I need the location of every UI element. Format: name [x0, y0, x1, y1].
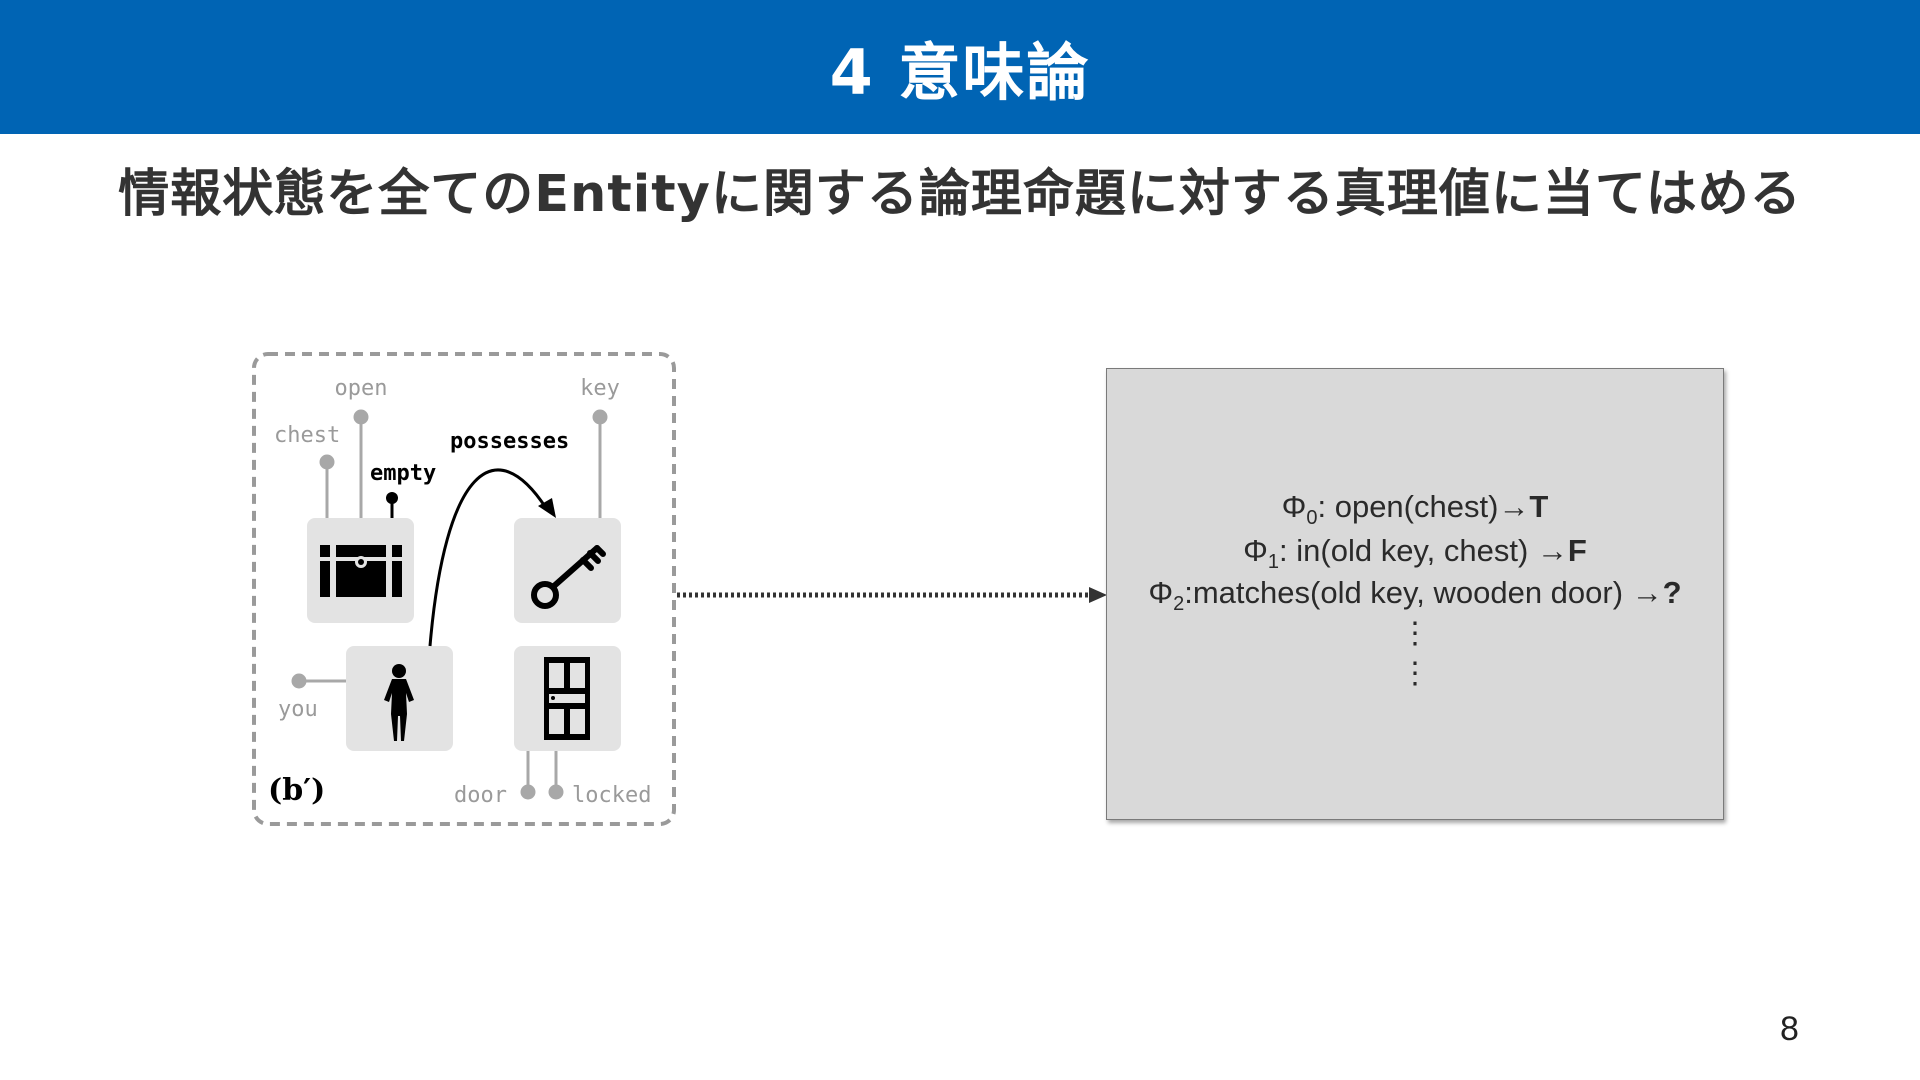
treasure-chest-icon: [320, 545, 402, 597]
diagram-frame: [252, 352, 676, 826]
formula-result: ?: [1662, 575, 1682, 610]
page-number: 8: [1780, 1010, 1799, 1048]
empty-marker: [386, 492, 398, 504]
truth-value-box: Φ0: open(chest)→T Φ1: in(old key, chest)…: [1106, 368, 1724, 820]
formula-1: Φ1: in(old key, chest) →F: [1107, 533, 1723, 574]
key-label: key: [580, 376, 620, 401]
chest-label: chest: [274, 423, 340, 448]
formula-subscript: 0: [1306, 507, 1318, 530]
formula-result: F: [1567, 533, 1587, 568]
formula-subscript: 2: [1173, 593, 1185, 616]
formula-2: Φ2:matches(old key, wooden door) →?: [1107, 575, 1723, 616]
open-label: open: [335, 376, 388, 401]
formula-result: T: [1529, 489, 1549, 524]
possesses-label: possesses: [450, 429, 569, 454]
empty-label: empty: [370, 461, 436, 486]
slide-title: 4 意味論: [829, 36, 1091, 109]
formula-subscript: 1: [1267, 551, 1280, 574]
door-icon: [544, 657, 590, 740]
formula-text: : open(chest)→: [1317, 489, 1530, 524]
entity-state-diagram: open key chest possesses empty you door …: [250, 350, 680, 830]
phi-symbol: Φ: [1243, 533, 1268, 568]
dotted-arrow: [677, 587, 1107, 603]
vertical-ellipsis: ⋮: [1400, 617, 1430, 650]
vertical-ellipsis: ⋮: [1400, 657, 1430, 690]
formula-text: : in(old key, chest) →: [1279, 533, 1568, 568]
you-label: you: [278, 697, 318, 722]
slide-subtitle: 情報状態を全てのEntityに関する論理命題に対する真理値に当てはめる: [118, 165, 1802, 224]
possesses-arrow: [428, 468, 548, 647]
formula-text: :matches(old key, wooden door) →: [1184, 575, 1663, 610]
person-icon: [384, 664, 414, 741]
locked-label: locked: [572, 783, 651, 808]
door-label: door: [454, 783, 507, 808]
slide-title-bar: 4 意味論: [0, 0, 1920, 134]
panel-label: (b′): [268, 773, 325, 808]
phi-symbol: Φ: [1281, 489, 1307, 524]
phi-symbol: Φ: [1148, 575, 1174, 610]
key-icon: [531, 545, 606, 609]
formula-0: Φ0: open(chest)→T: [1107, 489, 1723, 530]
